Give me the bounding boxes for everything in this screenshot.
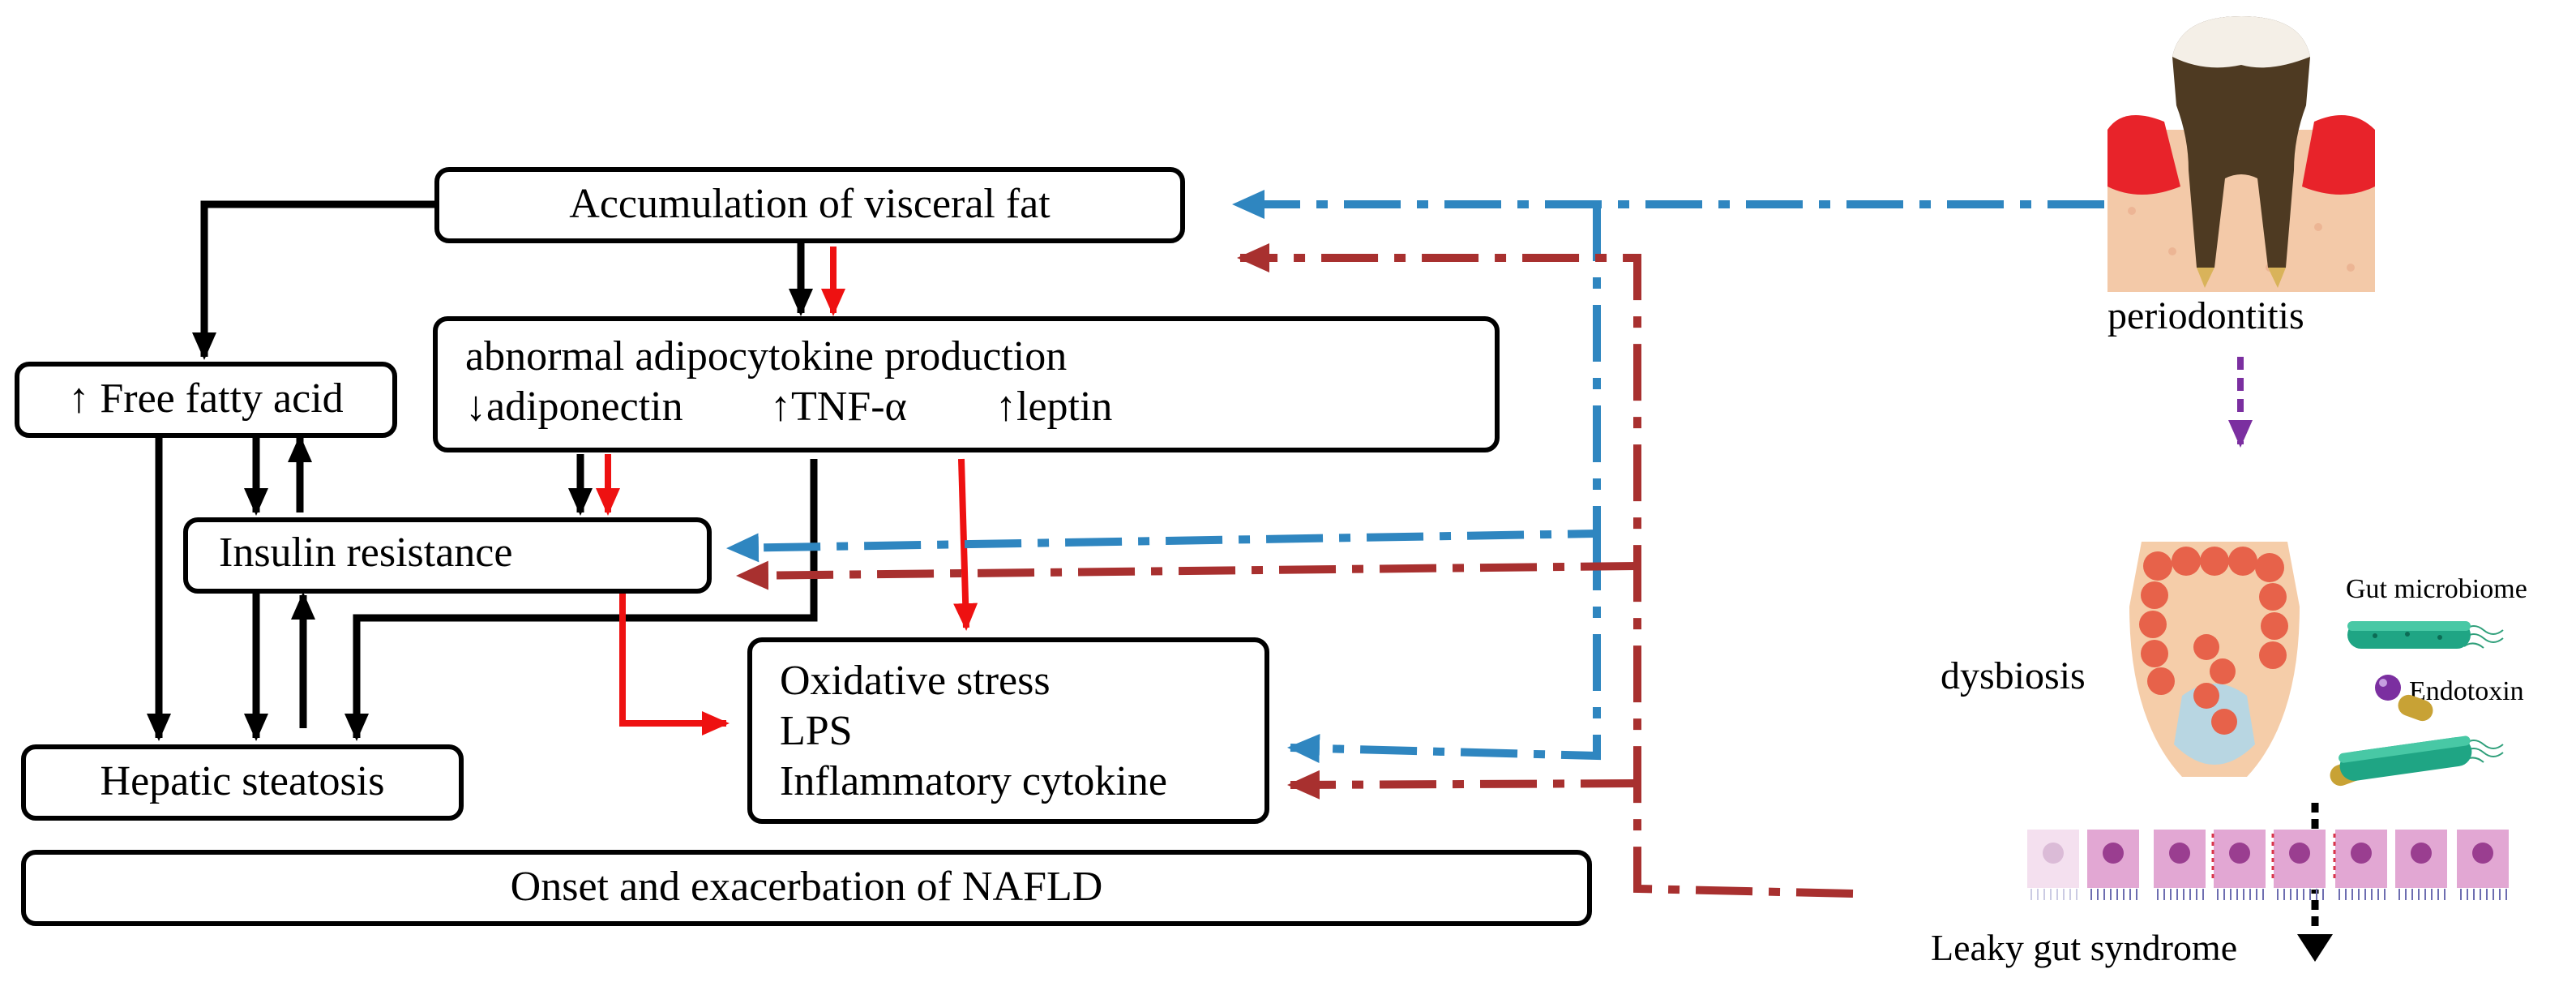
visceral-fat-label: Accumulation of visceral fat	[569, 181, 1051, 227]
inflammatory-cytokine-label: Inflammatory cytokine	[780, 758, 1167, 804]
endotoxin-label: Endotoxin	[2409, 676, 2524, 706]
adipocytokine-box	[433, 316, 1500, 452]
bacteria-icon-2	[2339, 735, 2504, 781]
free-fatty-acid-box	[15, 362, 397, 438]
darkred-path-to-oxidative	[1287, 770, 1638, 800]
red-arrow-insulin-to-oxidative	[619, 584, 730, 735]
hepatic-steatosis-box	[21, 744, 464, 821]
gut-microbiome-label: Gut microbiome	[2346, 574, 2527, 604]
tnf-alpha-label: ↑TNF-α	[770, 384, 907, 430]
periodontitis-label: periodontitis	[2107, 294, 2304, 337]
epithelium-icon	[2026, 829, 2510, 901]
leaky-gut-label: Leaky gut syndrome	[1931, 927, 2238, 968]
oxidative-stress-label: Oxidative stress	[780, 658, 1051, 704]
intestine-icon	[2129, 542, 2300, 777]
dysbiosis-label: dysbiosis	[1941, 654, 2086, 697]
insulin-resistance-label: Insulin resistance	[219, 530, 513, 576]
bacteria-icon	[2347, 621, 2504, 649]
insulin-resistance-box	[183, 517, 712, 594]
adipocytokine-title: abnormal adipocytokine production	[465, 333, 1068, 380]
visceral-fat-box	[434, 167, 1185, 243]
lps-label: LPS	[780, 708, 853, 754]
red-arrow-adipo-to-oxidative	[953, 458, 978, 631]
hepatic-steatosis-label: Hepatic steatosis	[100, 758, 385, 804]
arrow-visceral-to-ffa	[192, 200, 434, 360]
nafld-label: Onset and exacerbation of NAFLD	[510, 864, 1103, 910]
darkred-path-from-leaky-gut	[1237, 243, 1854, 898]
adiponectin-label: ↓adiponectin	[465, 384, 683, 430]
darkred-path-to-insulin	[736, 560, 1638, 590]
nafld-box	[21, 850, 1592, 926]
blue-path-to-oxidative	[1287, 534, 1601, 763]
tooth-icon	[2107, 16, 2375, 292]
oxidative-stress-box	[747, 637, 1269, 824]
leptin-label: ↑leptin	[995, 384, 1113, 430]
endotoxin-icon	[2375, 675, 2401, 701]
leaky-gut-arrow-head	[2297, 934, 2333, 962]
arrow-adipo-to-steatosis	[344, 459, 818, 741]
free-fatty-acid-label: ↑ Free fatty acid	[68, 375, 344, 422]
